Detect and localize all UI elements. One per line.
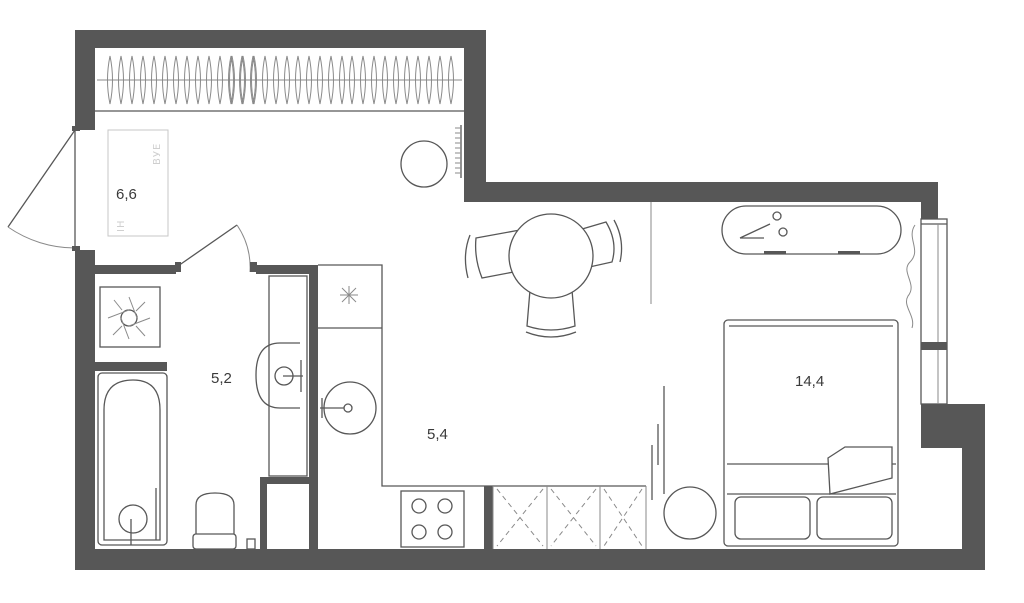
hanger [328, 55, 334, 105]
hanger [371, 55, 377, 105]
hanger [393, 55, 399, 105]
wall-bath-top-left [95, 265, 176, 274]
hanger [448, 55, 454, 105]
stove [400, 490, 465, 548]
hanger [250, 55, 256, 105]
fridge-mark [340, 286, 358, 304]
hall-round-stool [400, 140, 448, 188]
area-living: 14,4 [795, 373, 824, 390]
hanger [129, 55, 135, 105]
kitchen-counter [318, 264, 646, 487]
wall-left-lower [75, 250, 95, 570]
wall-bottom [75, 549, 985, 570]
hall-radiator [455, 125, 462, 178]
wall-right-column [962, 404, 985, 570]
hanger [240, 55, 246, 105]
hanger [404, 55, 410, 105]
hanger [251, 55, 257, 105]
hanger [426, 55, 432, 105]
hanger [382, 55, 388, 105]
hanger [317, 55, 323, 105]
hanger [273, 55, 279, 105]
dining-table [508, 213, 594, 299]
hanger [162, 55, 168, 105]
pillow-right [816, 496, 893, 540]
shelf-mark: IH [116, 220, 127, 232]
hanger [195, 55, 201, 105]
desk [721, 205, 902, 255]
wardrobe [95, 55, 464, 112]
wall-top-hall [75, 30, 486, 48]
bathtub [97, 372, 168, 546]
wall-top-living [464, 182, 938, 202]
area-bathroom: 5,2 [211, 370, 232, 387]
dining-set [464, 213, 623, 338]
hanger [349, 55, 355, 105]
wall-right-upper [921, 182, 938, 219]
hanger [228, 55, 234, 105]
hanger [229, 55, 235, 105]
hanger [184, 55, 190, 105]
wall-shaft [260, 477, 309, 484]
wall-bath-divider [95, 362, 167, 371]
hanger [262, 55, 268, 105]
hanger [151, 55, 157, 105]
wall-left-upper [75, 30, 95, 130]
hanger [415, 55, 421, 105]
kitchen-sink [320, 381, 377, 435]
hanger [360, 55, 366, 105]
hanger [284, 55, 290, 105]
washing-machine [99, 286, 161, 348]
wall-bath-right [309, 265, 318, 550]
kitchen-cabinets [492, 486, 647, 549]
bathroom-sink [255, 275, 308, 477]
toilet [192, 492, 256, 550]
window-frame [920, 218, 948, 405]
window [920, 218, 948, 405]
bed [723, 319, 899, 547]
wall-bath-top-right [256, 265, 318, 274]
curtain [906, 224, 916, 329]
interior-walls [95, 265, 493, 550]
hanger [217, 55, 223, 105]
wall-kitchen-niche [484, 486, 493, 550]
wardrobe-hangers [107, 55, 454, 105]
hanger [295, 55, 301, 105]
pillow-left [734, 496, 811, 540]
wall-hall-right [464, 30, 486, 202]
hanger [437, 55, 443, 105]
area-kitchen: 5,4 [427, 426, 448, 443]
hanger [140, 55, 146, 105]
hanger [239, 55, 245, 105]
area-hall: 6,6 [116, 186, 137, 203]
hanger [206, 55, 212, 105]
hanger [339, 55, 345, 105]
living-round-stool [663, 486, 717, 540]
outer-walls [75, 30, 985, 570]
wardrobe-mark: ВУЕ [152, 143, 163, 165]
hanger [173, 55, 179, 105]
hanger [306, 55, 312, 105]
chair-bottom [525, 289, 577, 338]
hanger [107, 55, 113, 105]
entrance-door [7, 126, 80, 251]
sliding-panels [651, 386, 665, 500]
bathroom-door [175, 224, 257, 273]
hanger [118, 55, 124, 105]
hall-marks: ВУЕ IH [107, 129, 169, 237]
